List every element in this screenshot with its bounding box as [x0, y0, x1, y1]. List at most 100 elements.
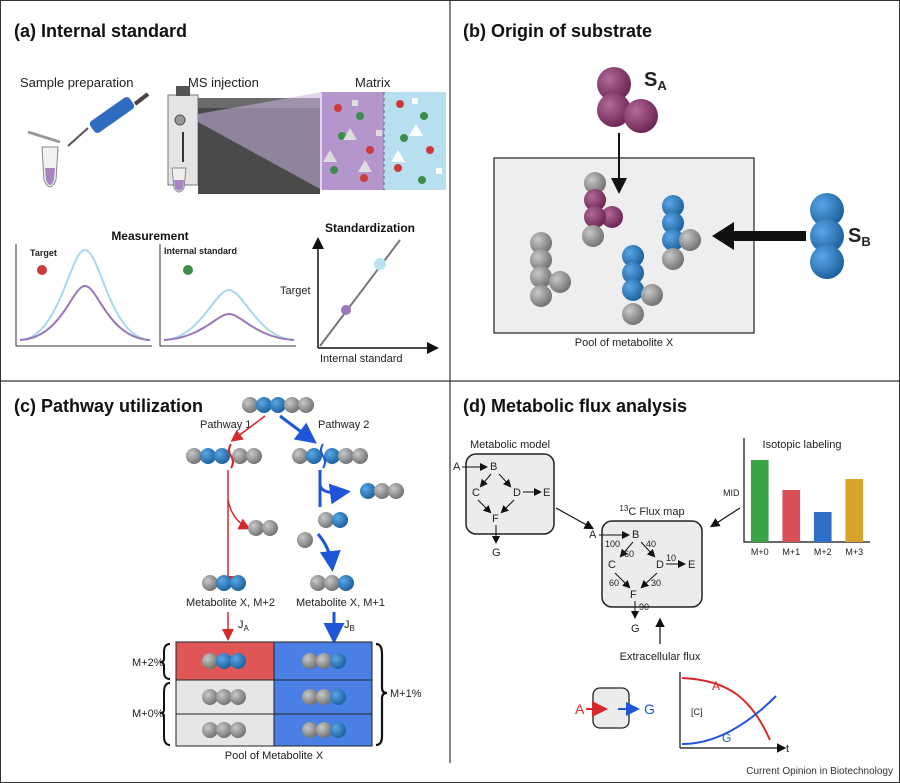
pathway-2-single-atom	[297, 532, 313, 548]
m0-brace	[159, 682, 171, 746]
pathway-2-label: Pathway 2	[318, 419, 369, 431]
svg-text:A: A	[453, 461, 461, 473]
extracellular-label: Extracellular flux	[620, 651, 701, 663]
model-box	[465, 453, 555, 535]
pathway-1-arrow	[230, 415, 266, 442]
svg-text:A: A	[589, 529, 597, 541]
m2pct-label: M+2%	[132, 657, 164, 669]
pathway-2-intermediate	[318, 512, 348, 528]
measurement-label: Measurement	[111, 229, 188, 243]
panel-c-title: (c) Pathway utilization	[14, 396, 203, 416]
time-axis-label: t	[786, 743, 789, 755]
jb-label: JB	[344, 619, 355, 633]
standardization-label: Standardization	[325, 221, 415, 235]
svg-text:D: D	[656, 559, 664, 571]
svg-text:G: G	[492, 547, 501, 559]
std-point-high	[374, 258, 386, 270]
pool-grid	[175, 641, 373, 747]
matrix-box	[322, 92, 446, 190]
bar-m-plus-2	[813, 512, 832, 542]
svg-text:60: 60	[624, 549, 634, 559]
pool-grid-molecules	[202, 653, 346, 738]
model-title: Metabolic model	[470, 439, 550, 451]
std-point-low	[341, 305, 351, 315]
curve-a	[681, 677, 771, 741]
pathway-1-label: Pathway 1	[200, 419, 251, 431]
svg-text:60: 60	[609, 578, 619, 588]
panel-b-title: (b) Origin of substrate	[463, 21, 652, 41]
pathway-2-byproduct	[360, 483, 404, 499]
standardization-plot: Target Internal standard	[280, 237, 439, 365]
bar-tick-label: M+2	[814, 547, 832, 557]
measurement-plot-target: Target	[15, 244, 152, 347]
m1pct-label: M+1%	[390, 688, 422, 700]
svg-text:G: G	[631, 623, 640, 635]
bar-tick-label: M+1	[782, 547, 800, 557]
fluxmap-title: 13C Flux map	[619, 504, 684, 518]
svg-text:C: C	[608, 559, 616, 571]
m0pct-label: M+0%	[132, 708, 164, 720]
svg-text:90: 90	[639, 602, 649, 612]
m1-brace	[375, 642, 388, 747]
fluxmap-network: A 100 B 60 40 C D 10 E 60 30 F 90 G	[589, 529, 695, 635]
ext-a-label: A	[575, 701, 585, 717]
target-plot-label: Target	[30, 248, 57, 258]
svg-text:D: D	[513, 487, 521, 499]
bar-m-plus-0	[750, 460, 769, 542]
pathway-2-cleaved-molecule	[292, 443, 368, 469]
panel-a: (a) Internal standard Sample preparation…	[14, 21, 446, 365]
labeling-to-fluxmap-arrow	[709, 507, 741, 528]
m2-brace	[159, 643, 171, 680]
curve-g-label: G	[722, 731, 731, 745]
sa-label: SA	[644, 69, 667, 93]
pathway-1-cleaved-molecule	[186, 443, 262, 469]
sample-prep-label: Sample preparation	[20, 75, 133, 90]
ja-label: JA	[238, 619, 250, 633]
pool-label: Pool of metabolite X	[575, 337, 674, 349]
model-to-fluxmap-arrow	[555, 507, 595, 530]
ext-g-label: G	[644, 701, 655, 717]
sb-arrow-head	[712, 222, 734, 250]
pathway-2-branch-arrow	[318, 470, 351, 505]
pool-grid-label: Pool of Metabolite X	[225, 750, 324, 762]
bar-tick-label: M+0	[751, 547, 769, 557]
pathway-1-branch-arrow	[227, 499, 251, 530]
panel-d-title: (d) Metabolic flux analysis	[463, 396, 687, 416]
pipette-icon	[27, 92, 150, 188]
ms-injection-label: MS injection	[188, 75, 259, 90]
substrate-b-molecule	[810, 193, 844, 279]
metabolite-m1-molecule	[310, 575, 354, 591]
footer-credit: Current Opinion in Biotechnology	[746, 766, 893, 777]
measurement-plot-is: Internal standard	[159, 244, 296, 347]
panel-b: (b) Origin of substrate Pool of metaboli…	[463, 21, 871, 349]
svg-text:30: 30	[651, 578, 661, 588]
fluxmap-box	[601, 520, 703, 608]
curve-g	[681, 695, 777, 745]
svg-text:F: F	[492, 513, 499, 525]
bar-m-plus-1	[782, 490, 801, 542]
matrix-label: Matrix	[355, 75, 391, 90]
svg-text:F: F	[630, 589, 637, 601]
metabolite-m2-label: Metabolite X, M+2	[186, 597, 275, 609]
panel-c: (c) Pathway utilization Pathway 1 Pathwa…	[14, 396, 422, 762]
mid-label: MID	[723, 488, 740, 498]
is-dot	[183, 265, 193, 275]
is-plot-label: Internal standard	[164, 246, 237, 256]
pool-molecules	[530, 172, 701, 325]
metabolite-m1-label: Metabolite X, M+1	[296, 597, 385, 609]
std-x-axis: Internal standard	[320, 353, 403, 365]
pathway-2-arrow	[279, 414, 317, 444]
pathway-1-byproduct	[248, 520, 278, 536]
bar-tick-label: M+3	[845, 547, 863, 557]
panel-a-title: (a) Internal standard	[14, 21, 187, 41]
panel-d: (d) Metabolic flux analysis Metabolic mo…	[453, 396, 870, 755]
metabolite-m2-molecule	[202, 575, 246, 591]
substrate-a-molecule	[597, 67, 658, 133]
concentration-plot: A G [C] t	[679, 672, 789, 755]
isotopic-title: Isotopic labeling	[763, 439, 842, 451]
isotopic-bar-chart: M+0 M+1 M+2 M+3	[743, 438, 870, 557]
svg-text:E: E	[543, 487, 550, 499]
ms-instrument-icon	[167, 86, 322, 194]
std-y-axis: Target	[280, 285, 311, 297]
